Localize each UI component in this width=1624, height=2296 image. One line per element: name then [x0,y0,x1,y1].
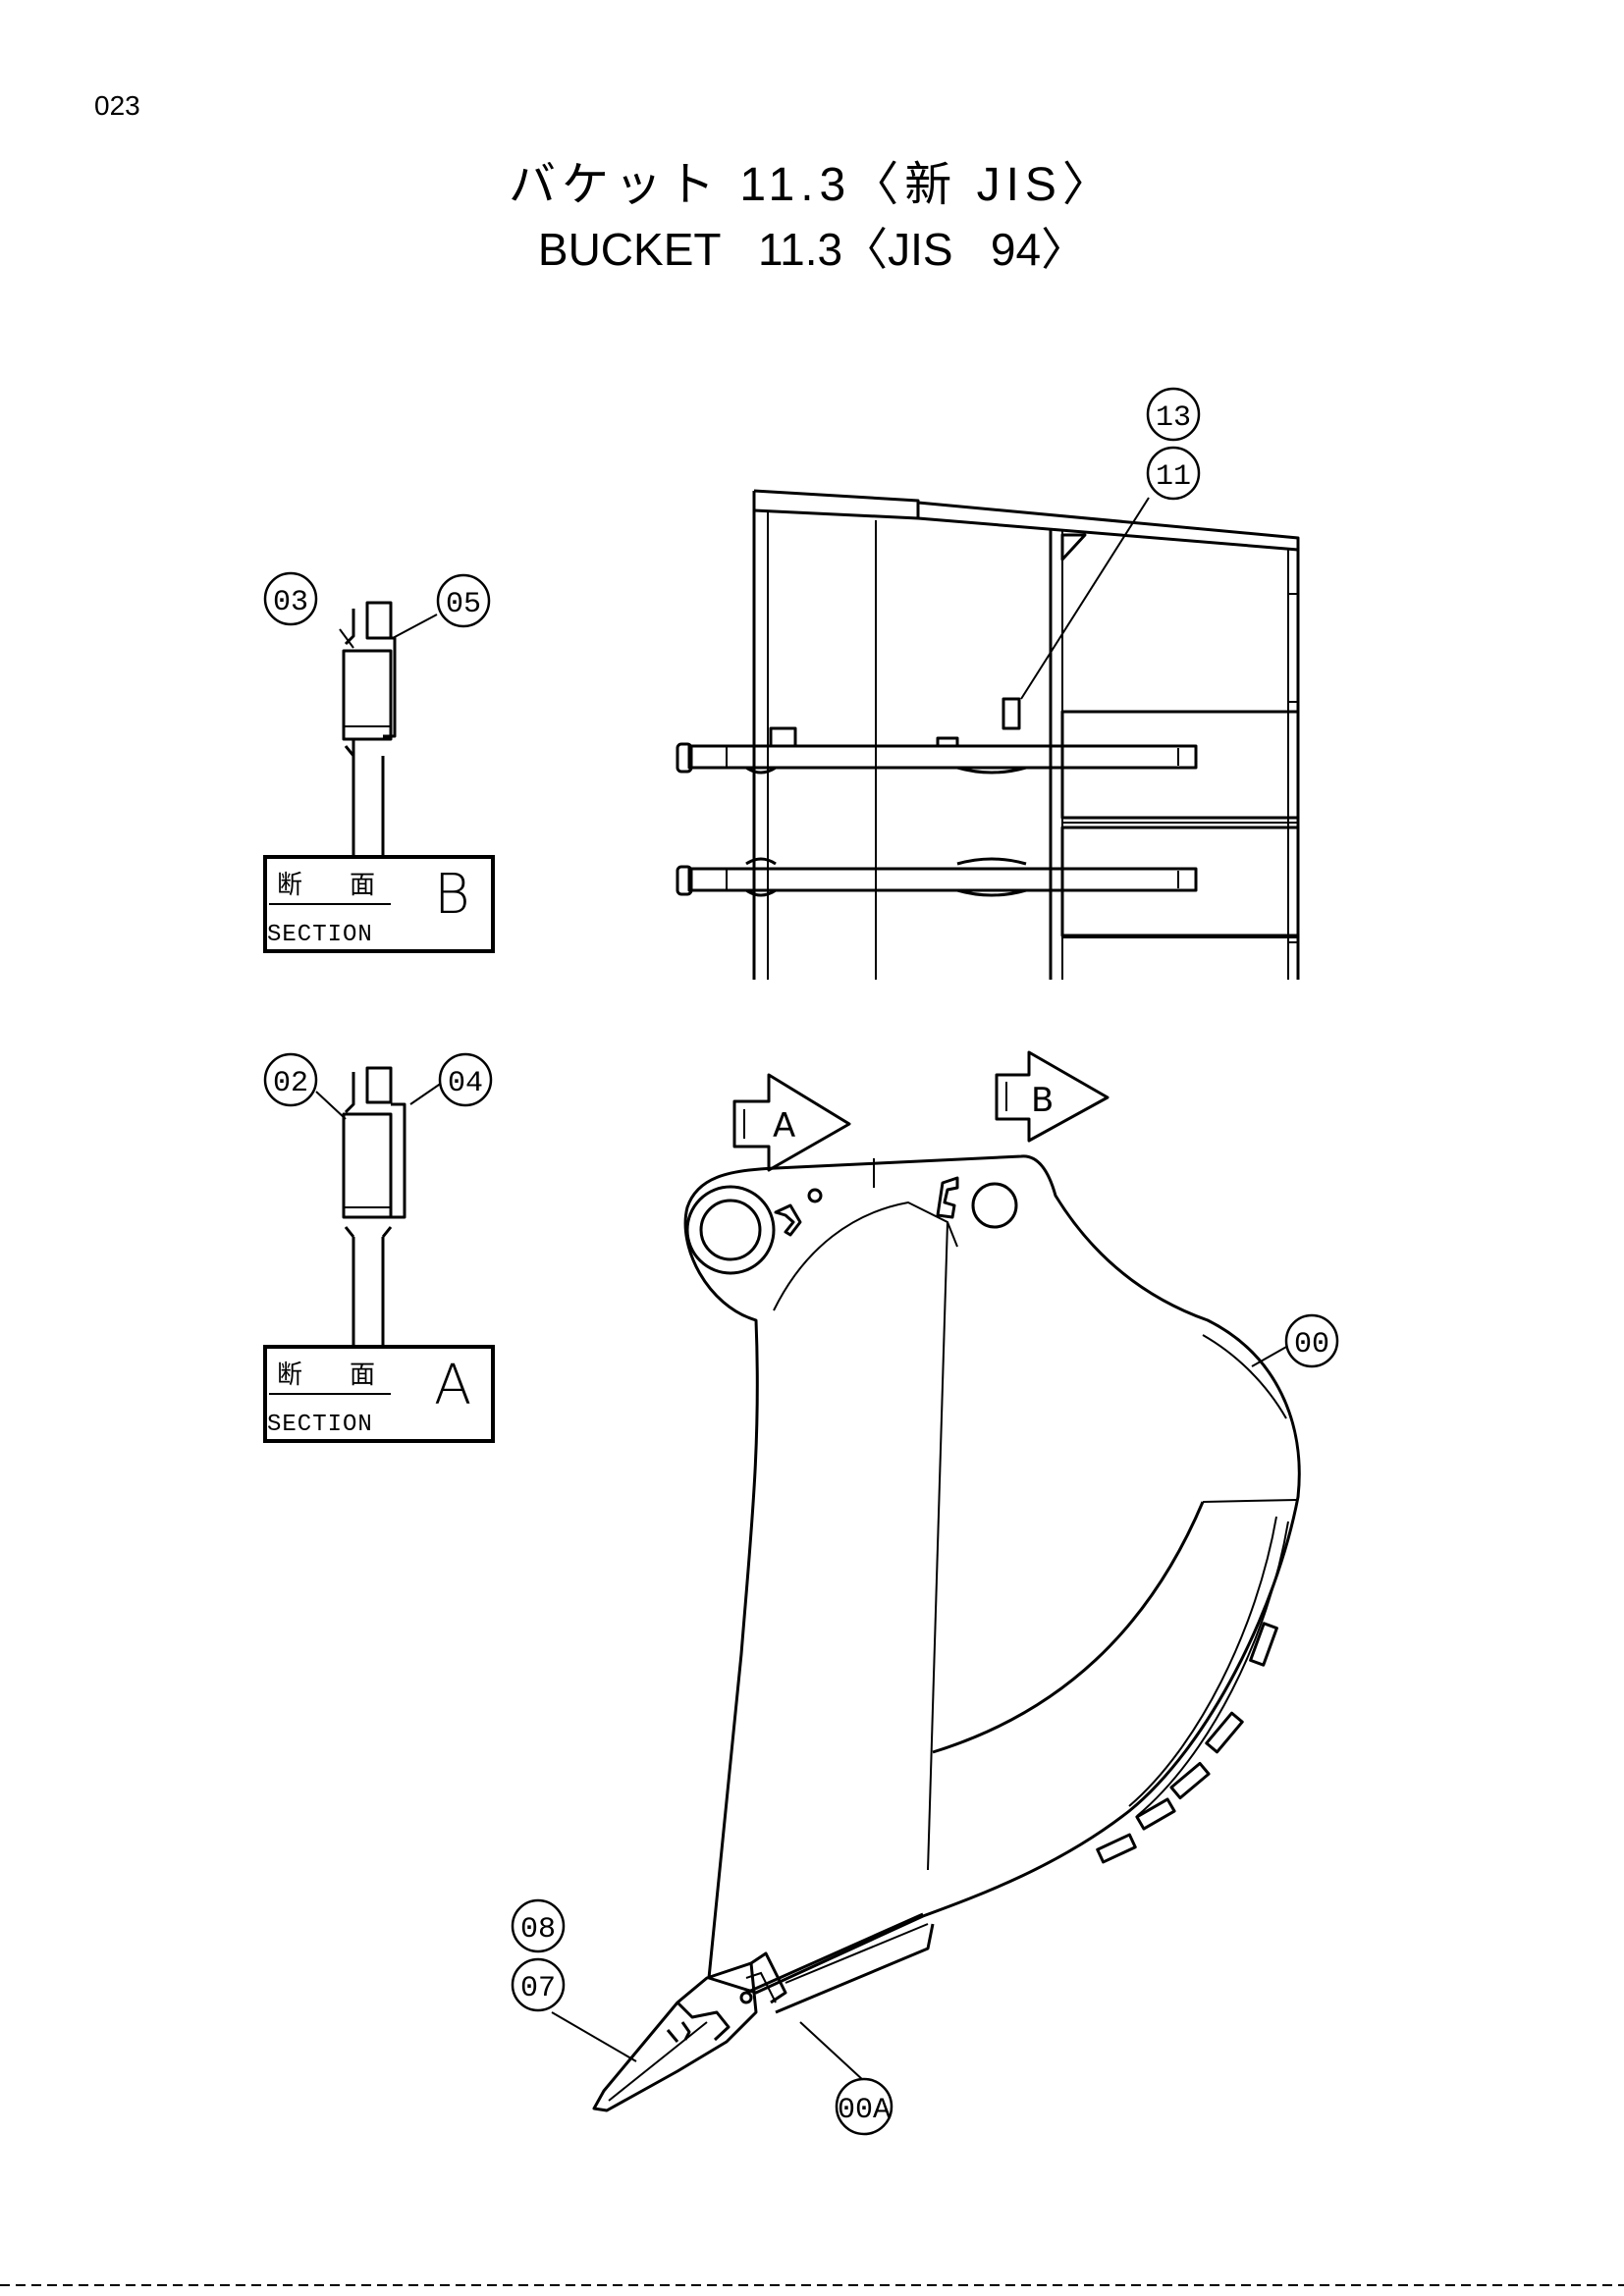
callout-02: 02 [263,1052,318,1107]
view-arrow-a-letter: A [773,1106,795,1146]
callout-05-text: 05 [446,588,481,621]
callout-08-text: 08 [520,1913,556,1947]
callout-00a-text: 00A [838,2094,891,2127]
bucket-tooth [592,1951,787,2112]
callout-02-text: 02 [273,1067,308,1100]
callout-08: 08 [511,1898,566,1953]
page-number: 023 [94,90,140,121]
view-arrow-b: B [995,1050,1110,1143]
callout-00-text: 00 [1294,1328,1329,1362]
callout-13: 13 [1146,387,1201,442]
bucket-side-view [683,1154,1301,2014]
section-a-english: SECTION [267,1412,373,1438]
callout-13-text: 13 [1156,401,1191,435]
section-a-kanji-2: 面 [350,1361,375,1390]
section-b-label: 断 面 SECTION B [263,855,495,953]
callout-11: 11 [1146,446,1201,501]
section-b-english: SECTION [267,922,373,948]
callout-03: 03 [263,571,318,626]
section-a-label: 断 面 SECTION A [263,1345,495,1443]
top-plan-view [676,489,1300,980]
section-a-detail [342,1066,406,1353]
callout-07-text: 07 [520,1972,556,2005]
callout-00a: 00A [835,2077,893,2136]
section-a-letter: A [434,1354,471,1417]
title-english: BUCKET 11.3〈JIS 94〉 [537,224,1087,275]
section-a-kanji-1: 断 [277,1361,302,1390]
callout-00: 00 [1284,1313,1339,1368]
view-arrow-b-letter: B [1031,1081,1054,1120]
view-arrow-a: A [732,1073,851,1172]
title-japanese: バケット 11.3〈新 JIS〉 [509,159,1115,211]
callout-05: 05 [436,573,491,628]
section-b-letter: B [434,863,470,927]
callout-04: 04 [438,1052,493,1107]
section-b-kanji-1: 断 [277,871,302,900]
leader-lines [315,497,1289,2082]
callout-03-text: 03 [273,586,308,619]
callout-07: 07 [511,1957,566,2012]
section-b-detail [342,601,397,864]
callout-04-text: 04 [448,1067,483,1100]
callout-11-text: 11 [1156,460,1191,494]
section-b-kanji-2: 面 [350,871,375,900]
